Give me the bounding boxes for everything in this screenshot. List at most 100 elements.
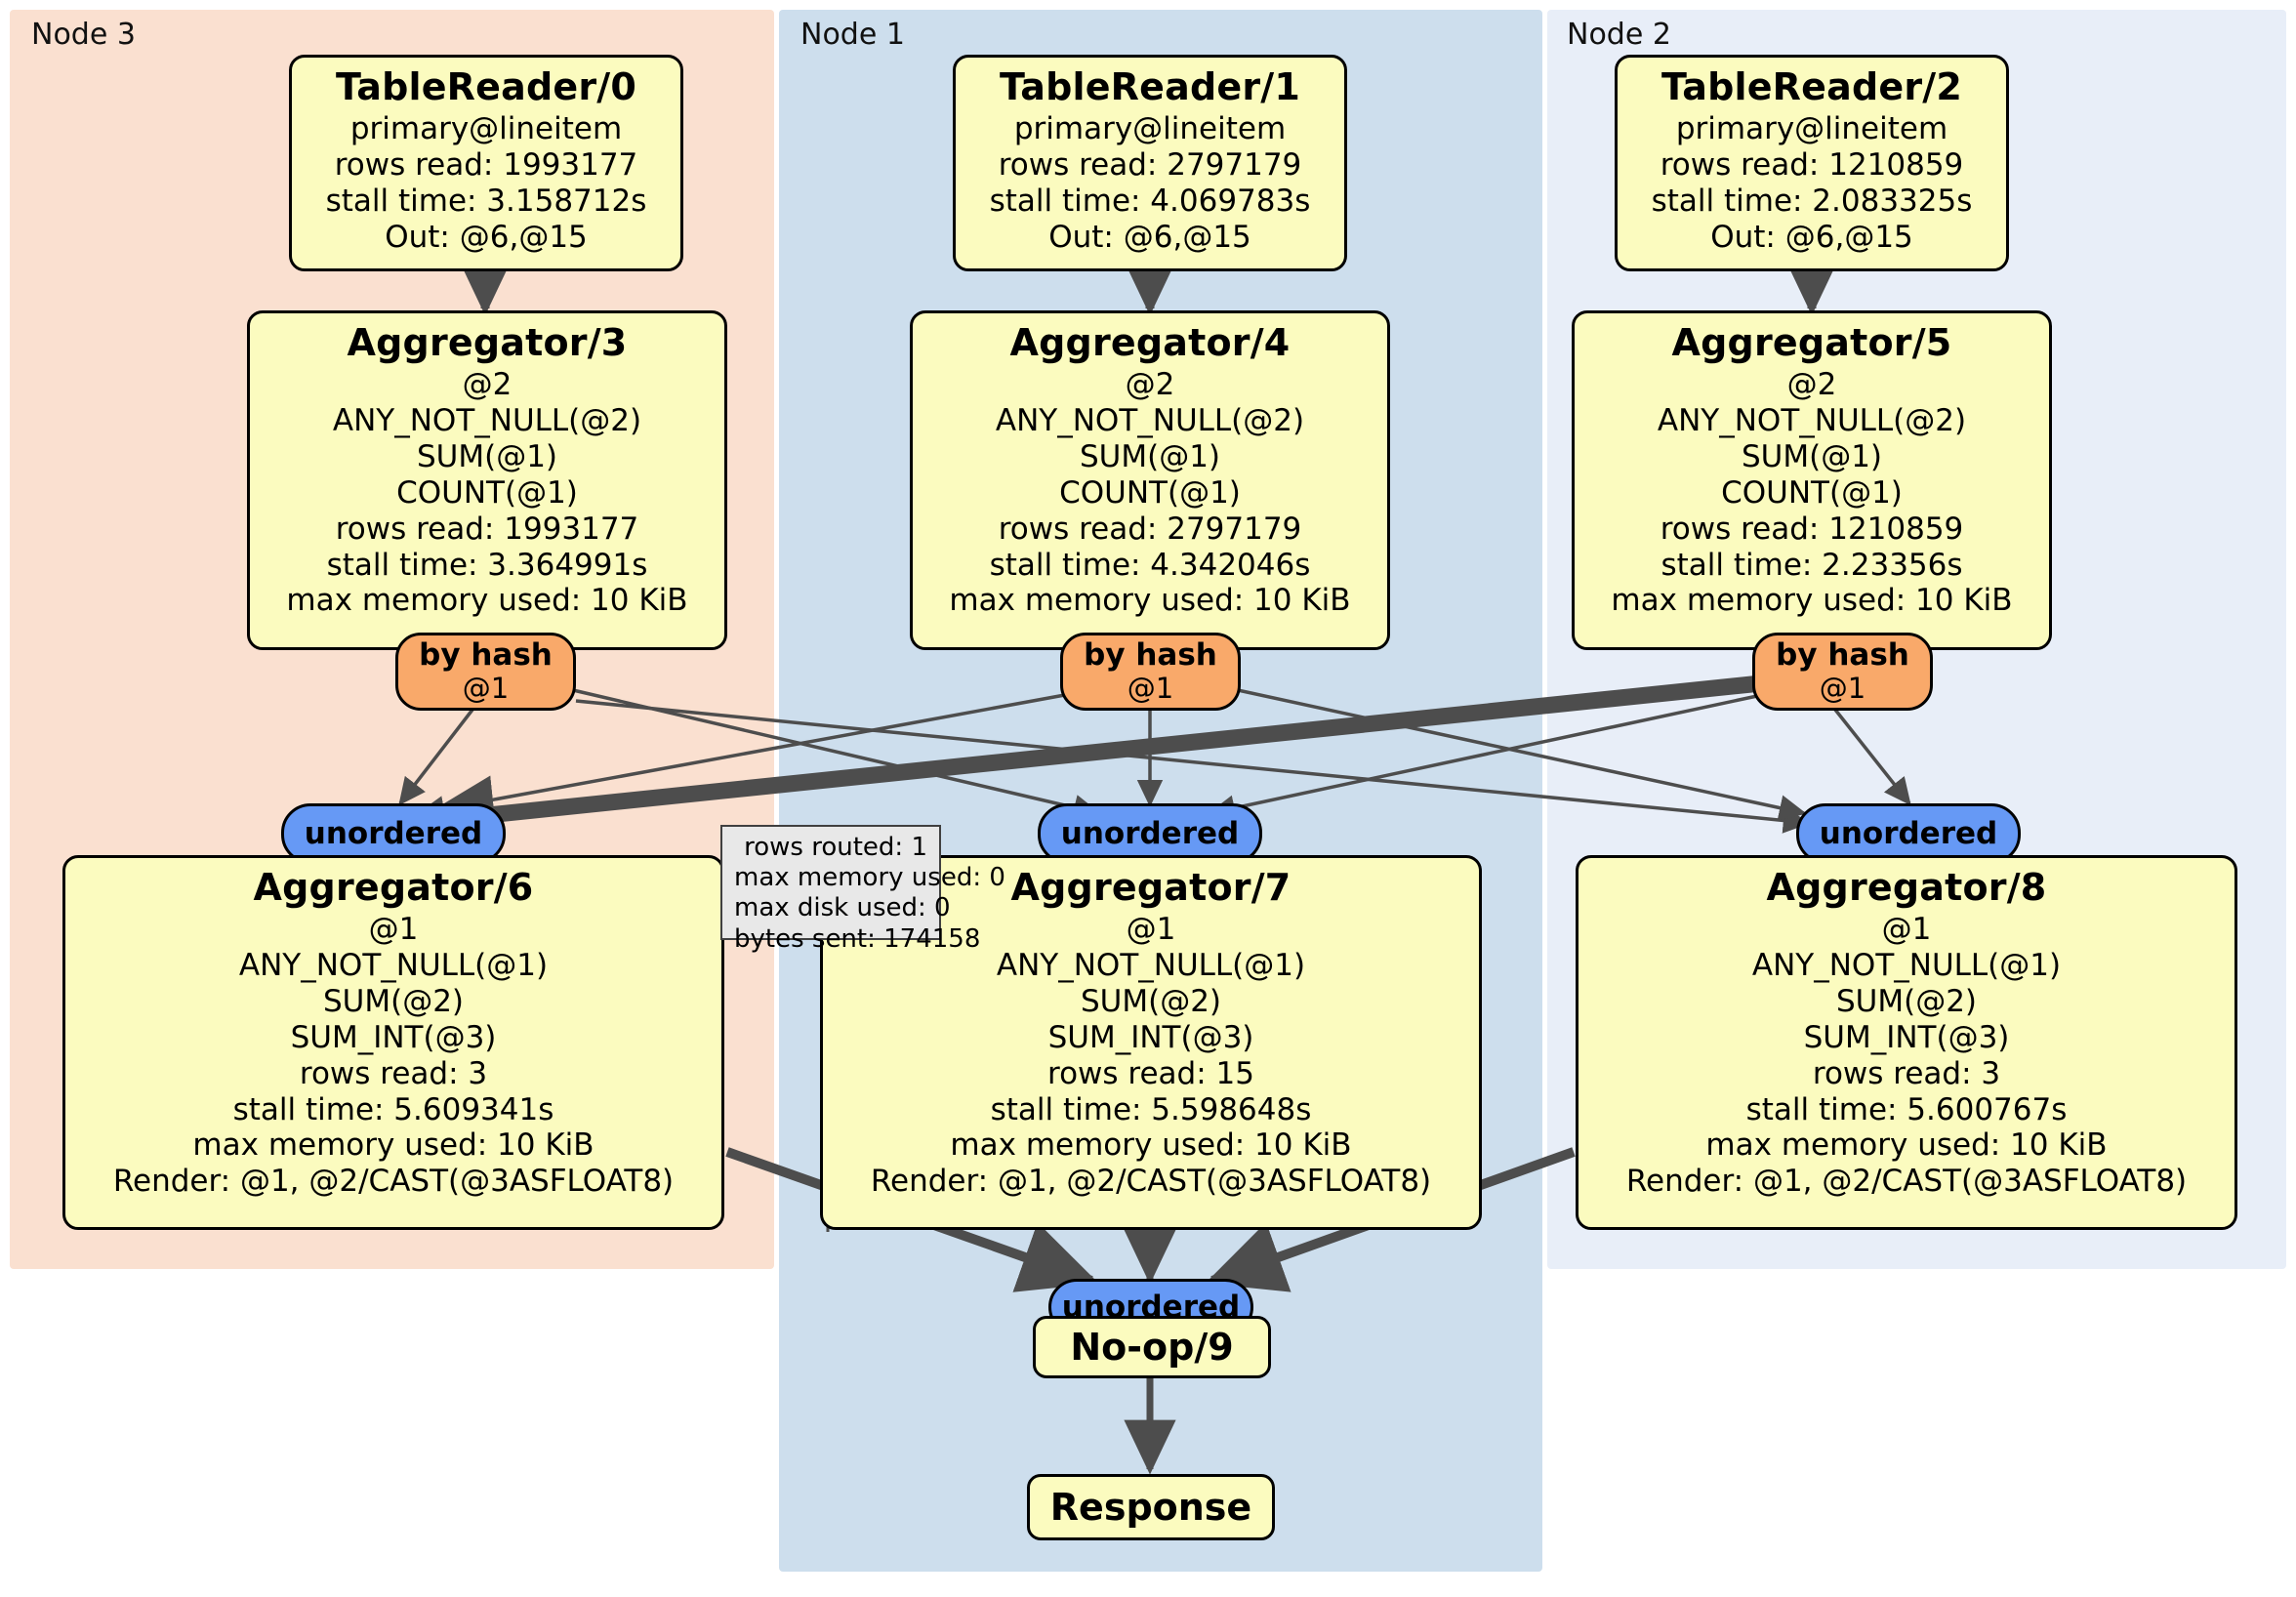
node-title: TableReader/2 xyxy=(1661,65,1962,108)
node-line: SUM(@2) xyxy=(1835,983,1978,1019)
router-by-hash-node3[interactable]: by hash @1 xyxy=(395,633,576,711)
stat-line: max memory used: 0 xyxy=(734,863,1005,893)
node-line: ANY_NOT_NULL(@1) xyxy=(1751,948,2062,984)
node-line: rows read: 3 xyxy=(1812,1055,2001,1091)
node-line: stall time: 4.342046s xyxy=(989,547,1311,583)
node-line: rows read: 2797179 xyxy=(998,147,1302,184)
node-line: max memory used: 10 KiB xyxy=(1705,1127,2108,1164)
router-label: by hash xyxy=(1084,637,1217,674)
node-line: Out: @6,@15 xyxy=(1048,219,1251,255)
node-line: max memory used: 10 KiB xyxy=(949,583,1351,619)
cluster-label-node3: Node 3 xyxy=(31,18,136,52)
node-title: Response xyxy=(1049,1486,1252,1529)
node-line: SUM(@1) xyxy=(1079,438,1221,474)
node-line: @2 xyxy=(1786,367,1837,403)
node-line: Render: @1, @2/CAST(@3ASFLOAT8) xyxy=(112,1164,675,1200)
node-title: Aggregator/3 xyxy=(347,321,628,364)
node-title: Aggregator/7 xyxy=(1010,866,1292,909)
node-table-reader-0[interactable]: TableReader/0 primary@lineitem rows read… xyxy=(289,55,683,271)
node-line: Out: @6,@15 xyxy=(1710,219,1913,255)
node-line: primary@lineitem xyxy=(1013,111,1287,147)
node-line: SUM(@1) xyxy=(1741,438,1883,474)
node-aggregator-3[interactable]: Aggregator/3 @2 ANY_NOT_NULL(@2) SUM(@1)… xyxy=(247,310,727,650)
stat-line: rows routed: 1 xyxy=(744,833,927,862)
stat-line: max disk used: 0 xyxy=(734,893,951,923)
node-line: stall time: 4.069783s xyxy=(989,183,1311,219)
node-line: @2 xyxy=(1125,367,1175,403)
synchronizer-label: unordered xyxy=(304,815,483,851)
router-label: by hash xyxy=(1776,637,1909,674)
node-line: ANY_NOT_NULL(@1) xyxy=(996,948,1306,984)
node-title: TableReader/0 xyxy=(336,65,636,108)
synchronizer-unordered-node2[interactable]: unordered xyxy=(1796,803,2021,864)
node-line: ANY_NOT_NULL(@2) xyxy=(332,403,642,439)
node-line: ANY_NOT_NULL(@1) xyxy=(238,948,549,984)
node-no-op-9[interactable]: No-op/9 xyxy=(1033,1316,1271,1378)
node-title: Aggregator/5 xyxy=(1671,321,1952,364)
node-response[interactable]: Response xyxy=(1027,1474,1275,1540)
node-line: SUM(@2) xyxy=(1080,983,1222,1019)
node-line: primary@lineitem xyxy=(1675,111,1948,147)
cluster-label-node2: Node 2 xyxy=(1567,18,1671,52)
router-column: @1 xyxy=(462,672,510,706)
router-by-hash-node2[interactable]: by hash @1 xyxy=(1752,633,1933,711)
node-table-reader-2[interactable]: TableReader/2 primary@lineitem rows read… xyxy=(1615,55,2009,271)
node-line: SUM_INT(@3) xyxy=(1047,1019,1254,1055)
node-line: SUM_INT(@3) xyxy=(290,1019,497,1055)
router-label: by hash xyxy=(419,637,553,674)
synchronizer-unordered-node3[interactable]: unordered xyxy=(281,803,506,864)
node-line: SUM(@1) xyxy=(416,438,558,474)
node-line: COUNT(@1) xyxy=(1059,474,1241,511)
node-line: SUM_INT(@3) xyxy=(1803,1019,2010,1055)
node-table-reader-1[interactable]: TableReader/1 primary@lineitem rows read… xyxy=(953,55,1347,271)
router-by-hash-node1[interactable]: by hash @1 xyxy=(1060,633,1241,711)
node-title: TableReader/1 xyxy=(1000,65,1300,108)
synchronizer-label: unordered xyxy=(1060,815,1240,851)
node-aggregator-4[interactable]: Aggregator/4 @2 ANY_NOT_NULL(@2) SUM(@1)… xyxy=(910,310,1390,650)
node-title: Aggregator/8 xyxy=(1766,866,2047,909)
node-line: ANY_NOT_NULL(@2) xyxy=(995,403,1305,439)
edge-stats-tooltip: rows routed: 1 max memory used: 0 max di… xyxy=(720,825,1005,954)
node-line: Out: @6,@15 xyxy=(385,219,588,255)
node-line: @1 xyxy=(1126,912,1176,948)
node-line: max memory used: 10 KiB xyxy=(950,1127,1352,1164)
node-line: @1 xyxy=(1881,912,1932,948)
node-title: Aggregator/4 xyxy=(1009,321,1291,364)
node-line: COUNT(@1) xyxy=(1721,474,1903,511)
cluster-label-node1: Node 1 xyxy=(800,18,905,52)
node-line: primary@lineitem xyxy=(349,111,623,147)
node-line: rows read: 1993177 xyxy=(335,511,639,547)
node-aggregator-6[interactable]: Aggregator/6 @1 ANY_NOT_NULL(@1) SUM(@2)… xyxy=(62,855,724,1230)
node-line: stall time: 3.158712s xyxy=(325,183,647,219)
node-line: rows read: 1993177 xyxy=(334,147,638,184)
node-line: max memory used: 10 KiB xyxy=(192,1127,594,1164)
node-line: max memory used: 10 KiB xyxy=(1611,583,2013,619)
node-line: rows read: 1210859 xyxy=(1660,511,1964,547)
node-title: No-op/9 xyxy=(1070,1326,1234,1369)
router-column: @1 xyxy=(1819,672,1866,706)
node-line: Render: @1, @2/CAST(@3ASFLOAT8) xyxy=(1625,1164,2188,1200)
node-line: stall time: 3.364991s xyxy=(326,547,648,583)
node-aggregator-5[interactable]: Aggregator/5 @2 ANY_NOT_NULL(@2) SUM(@1)… xyxy=(1572,310,2052,650)
node-line: rows read: 2797179 xyxy=(998,511,1302,547)
node-line: stall time: 2.083325s xyxy=(1651,183,1973,219)
node-title: Aggregator/6 xyxy=(253,866,534,909)
node-line: stall time: 2.23356s xyxy=(1660,547,1963,583)
synchronizer-label: unordered xyxy=(1819,815,1998,851)
node-line: rows read: 1210859 xyxy=(1660,147,1964,184)
node-line: rows read: 15 xyxy=(1047,1055,1254,1091)
node-line: max memory used: 10 KiB xyxy=(286,583,688,619)
node-line: Render: @1, @2/CAST(@3ASFLOAT8) xyxy=(870,1164,1432,1200)
node-line: SUM(@2) xyxy=(322,983,465,1019)
node-line: stall time: 5.600767s xyxy=(1745,1091,2068,1127)
node-line: @1 xyxy=(368,912,419,948)
node-line: ANY_NOT_NULL(@2) xyxy=(1657,403,1967,439)
node-aggregator-8[interactable]: Aggregator/8 @1 ANY_NOT_NULL(@1) SUM(@2)… xyxy=(1576,855,2237,1230)
stat-line: bytes sent: 174158 xyxy=(734,923,981,954)
node-line: stall time: 5.609341s xyxy=(232,1091,554,1127)
node-line: @2 xyxy=(462,367,512,403)
node-line: rows read: 3 xyxy=(299,1055,488,1091)
node-line: stall time: 5.598648s xyxy=(990,1091,1312,1127)
node-line: COUNT(@1) xyxy=(396,474,578,511)
